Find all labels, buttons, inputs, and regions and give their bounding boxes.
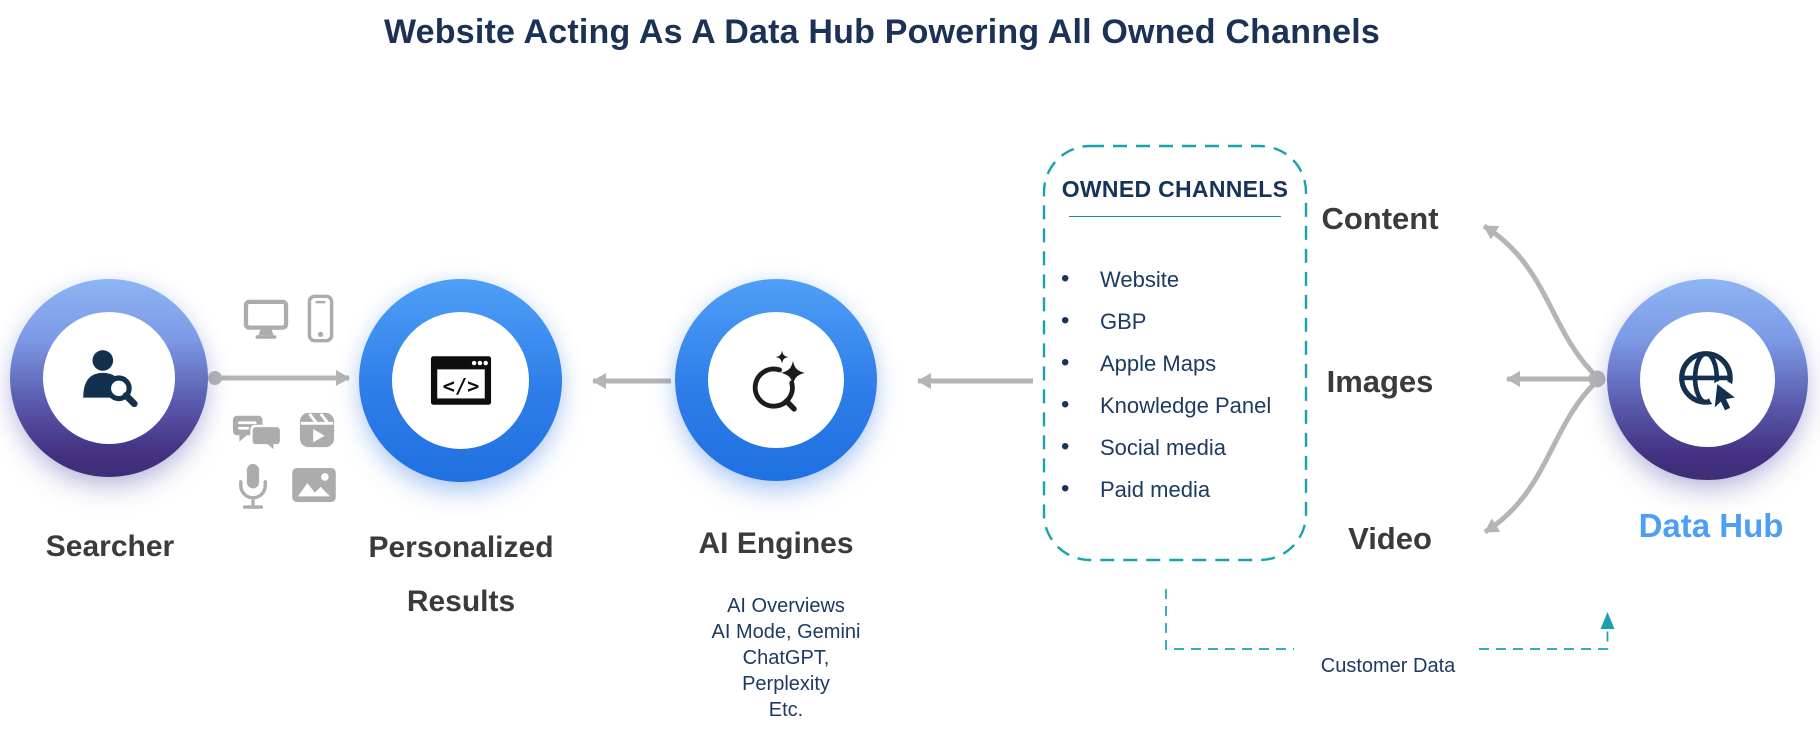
output-label-images: Images bbox=[1326, 364, 1434, 399]
browser-code-icon: </> bbox=[430, 356, 491, 405]
data-hub-label: Data Hub bbox=[1638, 507, 1784, 544]
searcher-inner-circle bbox=[43, 312, 175, 444]
personalized-results-label-line1: Personalized bbox=[368, 531, 554, 564]
owned-channels-item: Paid media bbox=[1044, 476, 1306, 503]
image-photo-icon bbox=[292, 467, 336, 503]
owned-channels-heading: OWNED CHANNELS bbox=[1061, 176, 1289, 202]
owned-channels-item: Knowledge Panel bbox=[1044, 392, 1306, 419]
customer-data-line-right bbox=[1479, 629, 1609, 650]
ai-engines-subline: AI Mode, Gemini bbox=[711, 621, 861, 643]
owned-channels-item: Social media bbox=[1044, 434, 1306, 461]
hub-junction-dot bbox=[1588, 370, 1606, 388]
ai-engines-subline: Perplexity bbox=[742, 673, 830, 695]
owned-channels-item: Website bbox=[1044, 266, 1306, 293]
data-hub-inner-circle bbox=[1640, 312, 1775, 447]
output-label-content: Content bbox=[1321, 201, 1439, 236]
globe-cursor-icon bbox=[1678, 350, 1736, 410]
reels-video-icon bbox=[299, 412, 335, 448]
data-hub-node bbox=[1607, 279, 1808, 480]
smartphone-icon bbox=[307, 294, 334, 343]
ai-engines-node bbox=[675, 279, 877, 481]
ai-engines-subline: ChatGPT, bbox=[742, 647, 830, 669]
owned-channels-item: GBP bbox=[1044, 308, 1306, 335]
chat-bubbles-icon bbox=[232, 415, 282, 453]
searcher-node bbox=[10, 279, 208, 477]
customer-data-arrowhead bbox=[1600, 612, 1615, 629]
arrow-hub-to-content bbox=[1482, 223, 1600, 380]
ai-engines-sublist: AI Overviews AI Mode, Gemini ChatGPT, Pe… bbox=[666, 593, 906, 723]
person-search-icon bbox=[83, 350, 138, 408]
searcher-label: Searcher bbox=[45, 530, 175, 563]
customer-data-line-left bbox=[1165, 589, 1294, 650]
ai-engines-subline: Etc. bbox=[768, 699, 804, 721]
ai-engines-subline: AI Overviews bbox=[727, 595, 845, 617]
personalized-results-node: </> bbox=[359, 279, 562, 482]
ai-sparkle-search-icon bbox=[752, 350, 805, 412]
monitor-icon bbox=[243, 299, 289, 339]
owned-channels-list: Website GBP Apple Maps Knowledge Panel S… bbox=[1044, 266, 1306, 503]
customer-data-label: Customer Data bbox=[1320, 655, 1456, 677]
arrow-hub-to-video bbox=[1483, 378, 1600, 535]
owned-channels-box: OWNED CHANNELS Website GBP Apple Maps Kn… bbox=[1044, 146, 1306, 560]
diagram-title: Website Acting As A Data Hub Powering Al… bbox=[383, 13, 1381, 51]
owned-channels-item: Apple Maps bbox=[1044, 350, 1306, 377]
personalized-results-label-line2: Results bbox=[406, 585, 516, 618]
personalized-results-inner-circle: </> bbox=[392, 312, 529, 449]
output-label-video: Video bbox=[1348, 521, 1432, 556]
svg-text:</>: </> bbox=[442, 374, 479, 398]
owned-channels-divider bbox=[1069, 216, 1281, 217]
microphone-icon bbox=[239, 463, 267, 509]
personalized-results-label: Personalized Results bbox=[333, 521, 589, 629]
arrow-start-dot bbox=[208, 371, 222, 385]
ai-engines-label: AI Engines bbox=[698, 527, 854, 560]
ai-engines-inner-circle bbox=[708, 312, 844, 448]
